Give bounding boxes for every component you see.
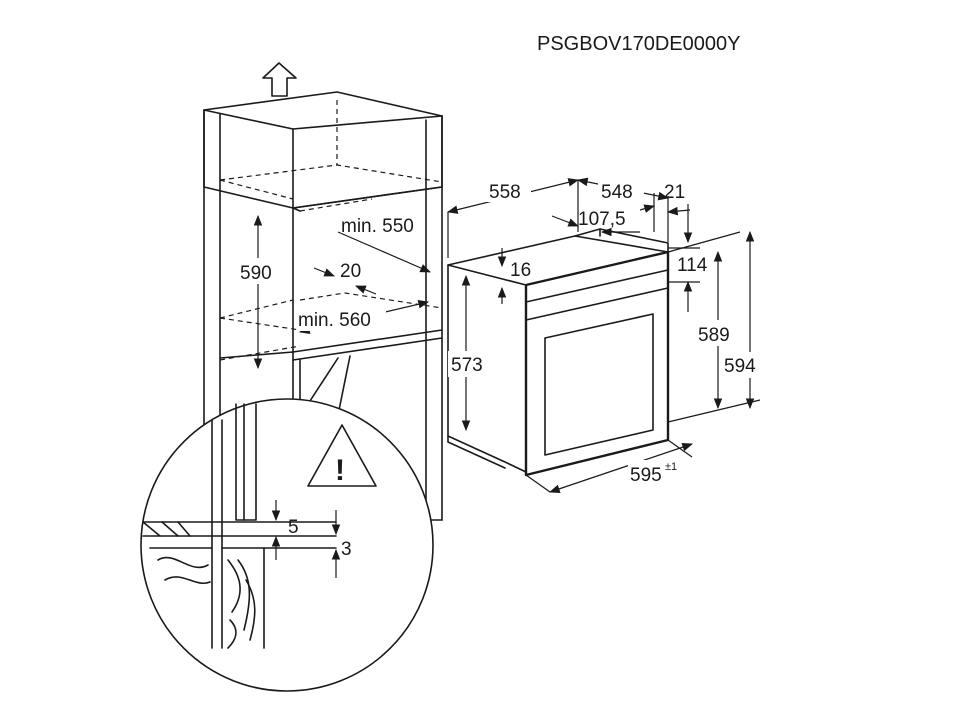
dim-573: 573: [451, 355, 483, 376]
oven-dimensions: 558 548 21 107,5 16 114 573 589: [446, 177, 768, 493]
warning-triangle-icon: !: [307, 424, 377, 487]
cabinet-dimensions: 590 min. 550 20 min. 560: [238, 214, 431, 370]
detail-magnifier: ! 5 3: [140, 355, 434, 692]
dim-595-tolerance: ±1: [665, 461, 677, 473]
dim-594: 594: [724, 356, 756, 377]
dim-548: 548: [601, 182, 633, 203]
dim-114: 114: [677, 255, 708, 276]
dim-16: 16: [510, 260, 531, 281]
dim-5: 5: [288, 517, 299, 538]
dim-107-5: 107,5: [578, 209, 626, 230]
dim-558: 558: [489, 182, 521, 203]
warning-mark: !: [335, 454, 345, 487]
arrow-up-outline-icon: [262, 62, 297, 97]
dim-20: 20: [340, 261, 361, 282]
dim-min-560: min. 560: [298, 310, 371, 331]
dim-21: 21: [664, 182, 685, 203]
dim-590: 590: [240, 263, 272, 284]
dim-589: 589: [698, 325, 730, 346]
model-code: PSGBOV170DE0000Y: [537, 33, 740, 55]
dim-min-550: min. 550: [341, 216, 414, 237]
dim-3: 3: [341, 539, 352, 560]
dim-595: 595: [630, 465, 662, 486]
